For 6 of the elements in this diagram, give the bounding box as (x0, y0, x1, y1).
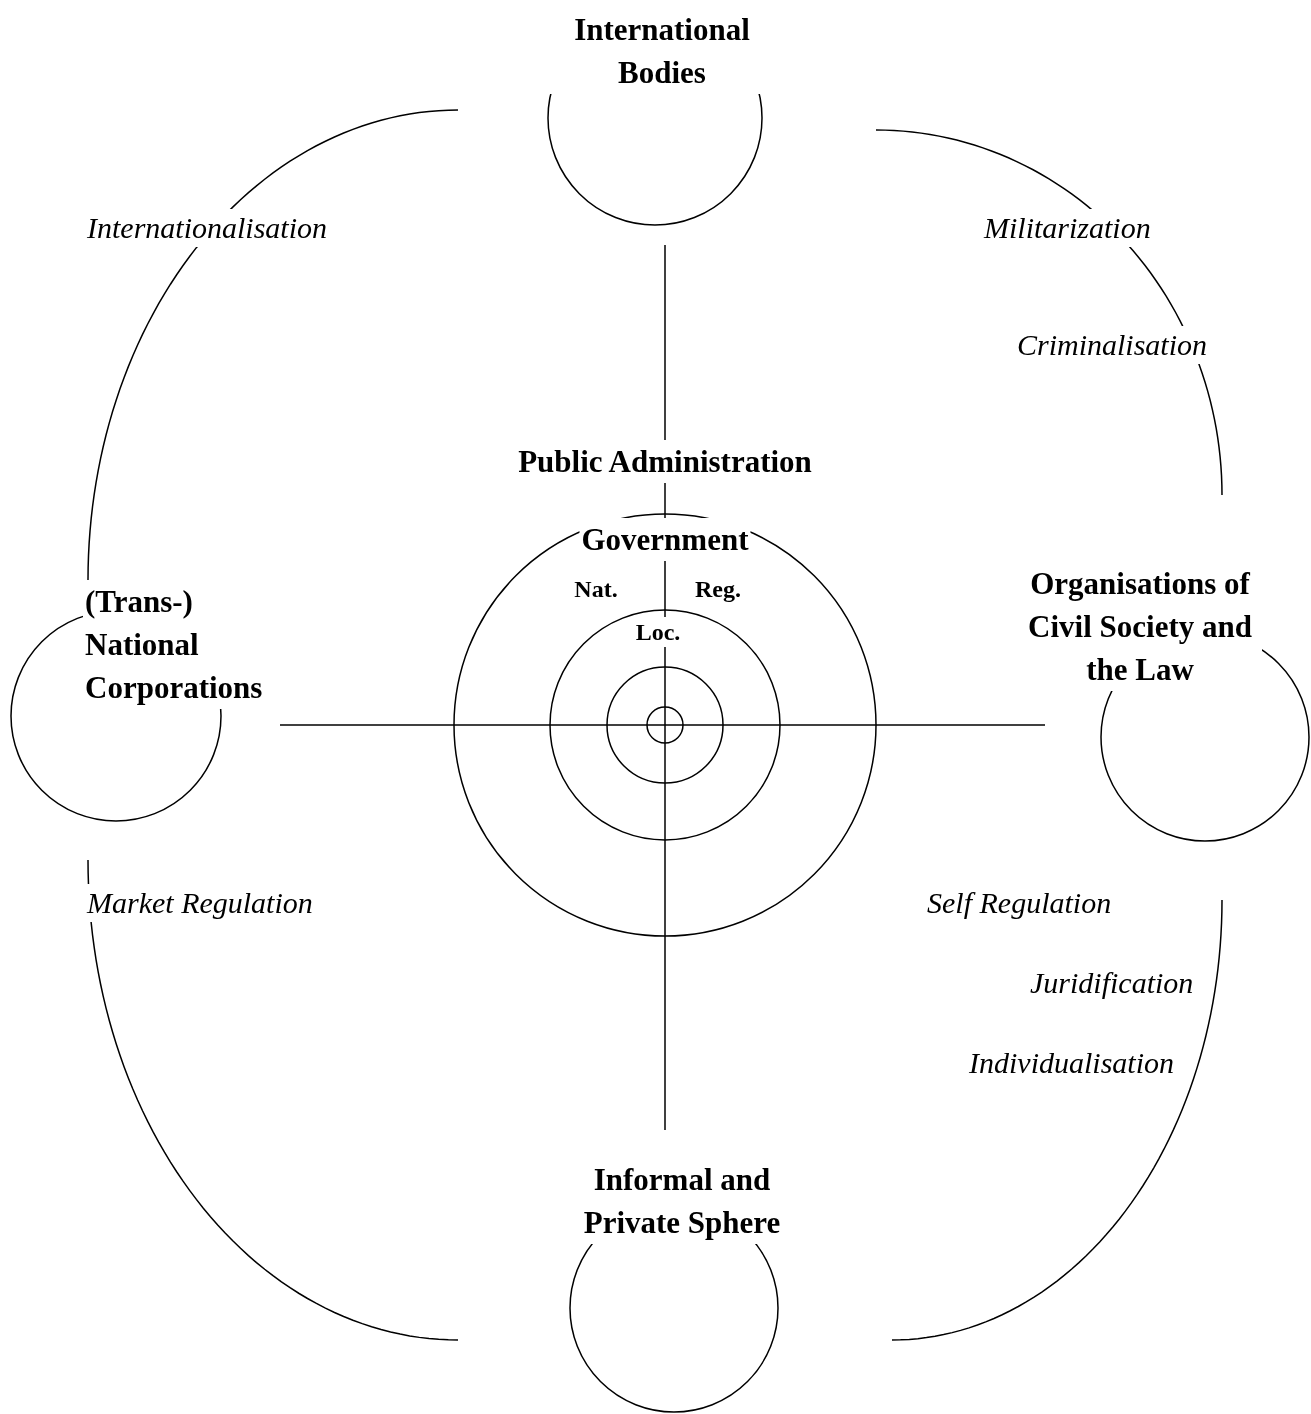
process-label: Market Regulation (85, 884, 315, 922)
circle-label: Loc. (633, 617, 683, 647)
node-heading: Government (579, 518, 751, 561)
process-label: Internationalisation (85, 209, 329, 247)
node-heading: Public Administration (516, 440, 814, 483)
process-label: Militarization (982, 209, 1153, 247)
